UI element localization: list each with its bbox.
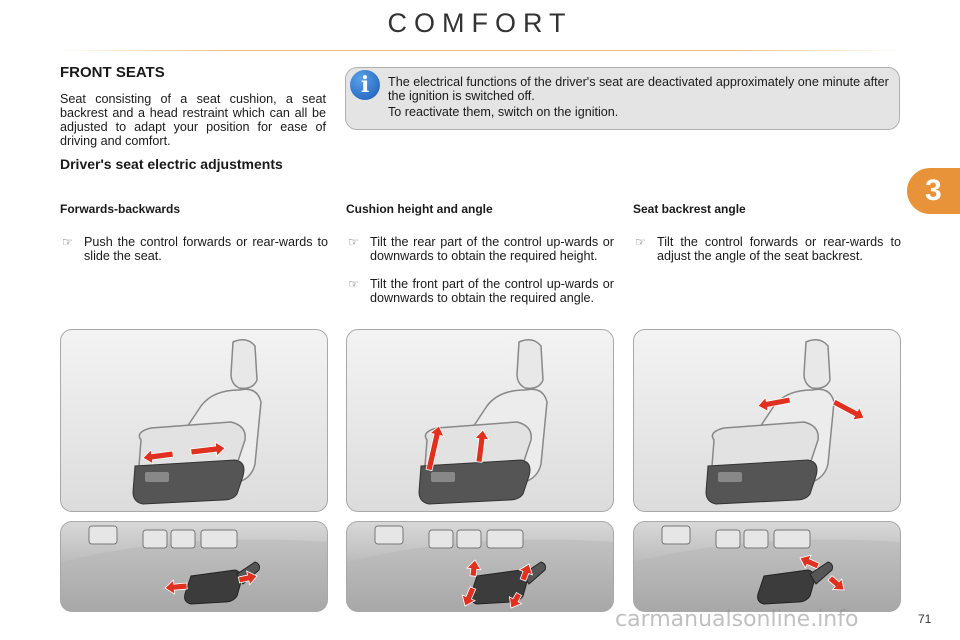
column-heading-forwards-backwards: Forwards-backwards <box>60 202 181 216</box>
memory-button <box>661 525 691 545</box>
seat-cushion-height-angle-svg <box>418 339 548 505</box>
arrow-0 <box>757 396 792 412</box>
control-arrows <box>461 559 534 609</box>
arrow-2 <box>518 563 534 582</box>
arrow-1 <box>474 429 490 463</box>
seat-switch-shape <box>718 472 742 482</box>
arrow-1 <box>466 559 482 577</box>
arrow-0 <box>799 554 820 570</box>
chapter-number: 3 <box>925 174 942 207</box>
arrow-1 <box>827 575 845 591</box>
arrow-0 <box>164 579 188 595</box>
button-3 <box>486 529 524 549</box>
column-heading-backrest: Seat backrest angle <box>633 202 746 216</box>
arrow-0 <box>425 425 445 472</box>
arrow-1 <box>832 398 865 421</box>
arrow-0 <box>461 586 477 607</box>
backrest-control-knob <box>522 561 546 585</box>
seat-illustration-cushion <box>346 329 614 512</box>
info-icon: i <box>350 70 380 100</box>
bullet-backrest: ☞ Tilt the control forwards or rear-ward… <box>633 235 901 263</box>
seat-base-shape <box>418 459 531 505</box>
seat-backrest-angle-svg <box>705 339 865 505</box>
button-2 <box>743 529 769 549</box>
button-1 <box>142 529 168 549</box>
button-2 <box>170 529 196 549</box>
section-intro: Seat consisting of a seat cushion, a sea… <box>60 92 326 148</box>
button-1 <box>715 529 741 549</box>
button-2 <box>456 529 482 549</box>
title-divider <box>60 50 900 51</box>
control-illustration-cushion <box>346 521 614 612</box>
seat-switch-shape <box>145 472 169 482</box>
page-title: COMFORT <box>387 8 573 38</box>
seat-switch-shape <box>431 472 455 482</box>
bullet-text: Tilt the control forwards or rear-wards … <box>657 235 901 263</box>
control-arrows <box>164 570 258 595</box>
info-text-2: To reactivate them, switch on the igniti… <box>388 105 619 119</box>
bullet-cushion-height: ☞ Tilt the rear part of the control up-w… <box>346 235 614 263</box>
arrow-1 <box>237 570 258 586</box>
arrow-3 <box>508 591 523 609</box>
seat-forwards-backwards-svg <box>132 339 262 505</box>
info-box <box>345 67 900 130</box>
memory-button <box>374 525 404 545</box>
control-backrest-svg <box>634 525 900 611</box>
button-3 <box>200 529 238 549</box>
column-heading-cushion: Cushion height and angle <box>346 202 493 216</box>
memory-button <box>88 525 118 545</box>
headrest-shape <box>803 339 831 390</box>
control-illustration-backrest <box>633 521 901 612</box>
seat-base-shape <box>705 459 818 505</box>
button-1 <box>428 529 454 549</box>
watermark: carmanualsonline.info <box>615 607 859 632</box>
bullet-text: Tilt the rear part of the control up-war… <box>370 235 614 263</box>
bullet-cushion-angle: ☞ Tilt the front part of the control up-… <box>346 277 614 305</box>
info-text-1: The electrical functions of the driver's… <box>388 75 889 103</box>
adjust-arrows <box>757 396 865 421</box>
pointing-hand-icon: ☞ <box>348 277 359 291</box>
page-number: 71 <box>918 612 932 626</box>
control-forwards-backwards-svg <box>61 525 327 611</box>
seat-illustration-forwards-backwards <box>60 329 328 512</box>
control-cushion-svg <box>347 525 613 611</box>
chapter-tab[interactable]: 3 <box>907 168 960 214</box>
backrest-control-knob <box>809 561 833 585</box>
control-illustration-forwards-backwards <box>60 521 328 612</box>
button-3 <box>773 529 811 549</box>
pointing-hand-icon: ☞ <box>62 235 73 249</box>
control-arrows <box>799 554 845 591</box>
seat-base-shape <box>132 459 245 505</box>
adjust-arrows <box>425 425 490 472</box>
subsection-title: Driver's seat electric adjustments <box>60 156 283 172</box>
headrest-shape <box>516 339 544 390</box>
bullet-text: Push the control forwards or rear-wards … <box>84 235 328 263</box>
bullet-text: Tilt the front part of the control up-wa… <box>370 277 614 305</box>
pointing-hand-icon: ☞ <box>348 235 359 249</box>
headrest-shape <box>230 339 258 390</box>
pointing-hand-icon: ☞ <box>635 235 646 249</box>
arrow-0 <box>142 449 174 465</box>
bullet-forwards-backwards: ☞ Push the control forwards or rear-ward… <box>60 235 328 263</box>
adjust-arrows <box>142 441 226 465</box>
seat-illustration-backrest <box>633 329 901 512</box>
section-title: FRONT SEATS <box>60 64 165 81</box>
arrow-1 <box>190 441 226 457</box>
